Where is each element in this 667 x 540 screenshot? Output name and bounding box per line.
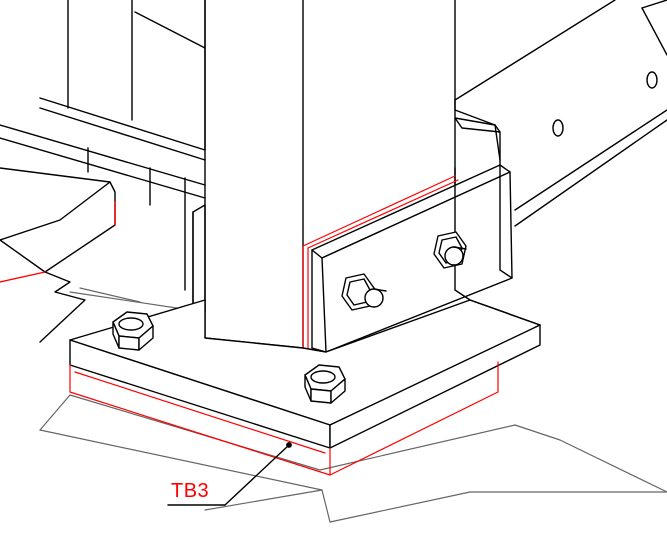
hex-nut-icon	[304, 364, 346, 404]
shim-layers	[302, 175, 459, 351]
cut-beam-left	[0, 167, 116, 343]
hex-bolt-icon	[433, 231, 467, 269]
base-plate	[69, 299, 541, 449]
hex-nut-icon	[112, 311, 154, 351]
hex-bolt-icon	[341, 273, 387, 311]
grout-layer	[69, 361, 499, 476]
ground-outline	[39, 287, 667, 523]
angled-beam-right	[454, 0, 667, 227]
plate-hole-icon	[646, 71, 658, 89]
callout-label-tb3: TB3	[171, 480, 210, 502]
callout-leader	[167, 442, 292, 506]
plate-hole-icon	[552, 119, 564, 137]
connection-plate	[311, 164, 513, 353]
back-tab-plate	[454, 117, 501, 166]
background-frame	[0, 0, 206, 291]
